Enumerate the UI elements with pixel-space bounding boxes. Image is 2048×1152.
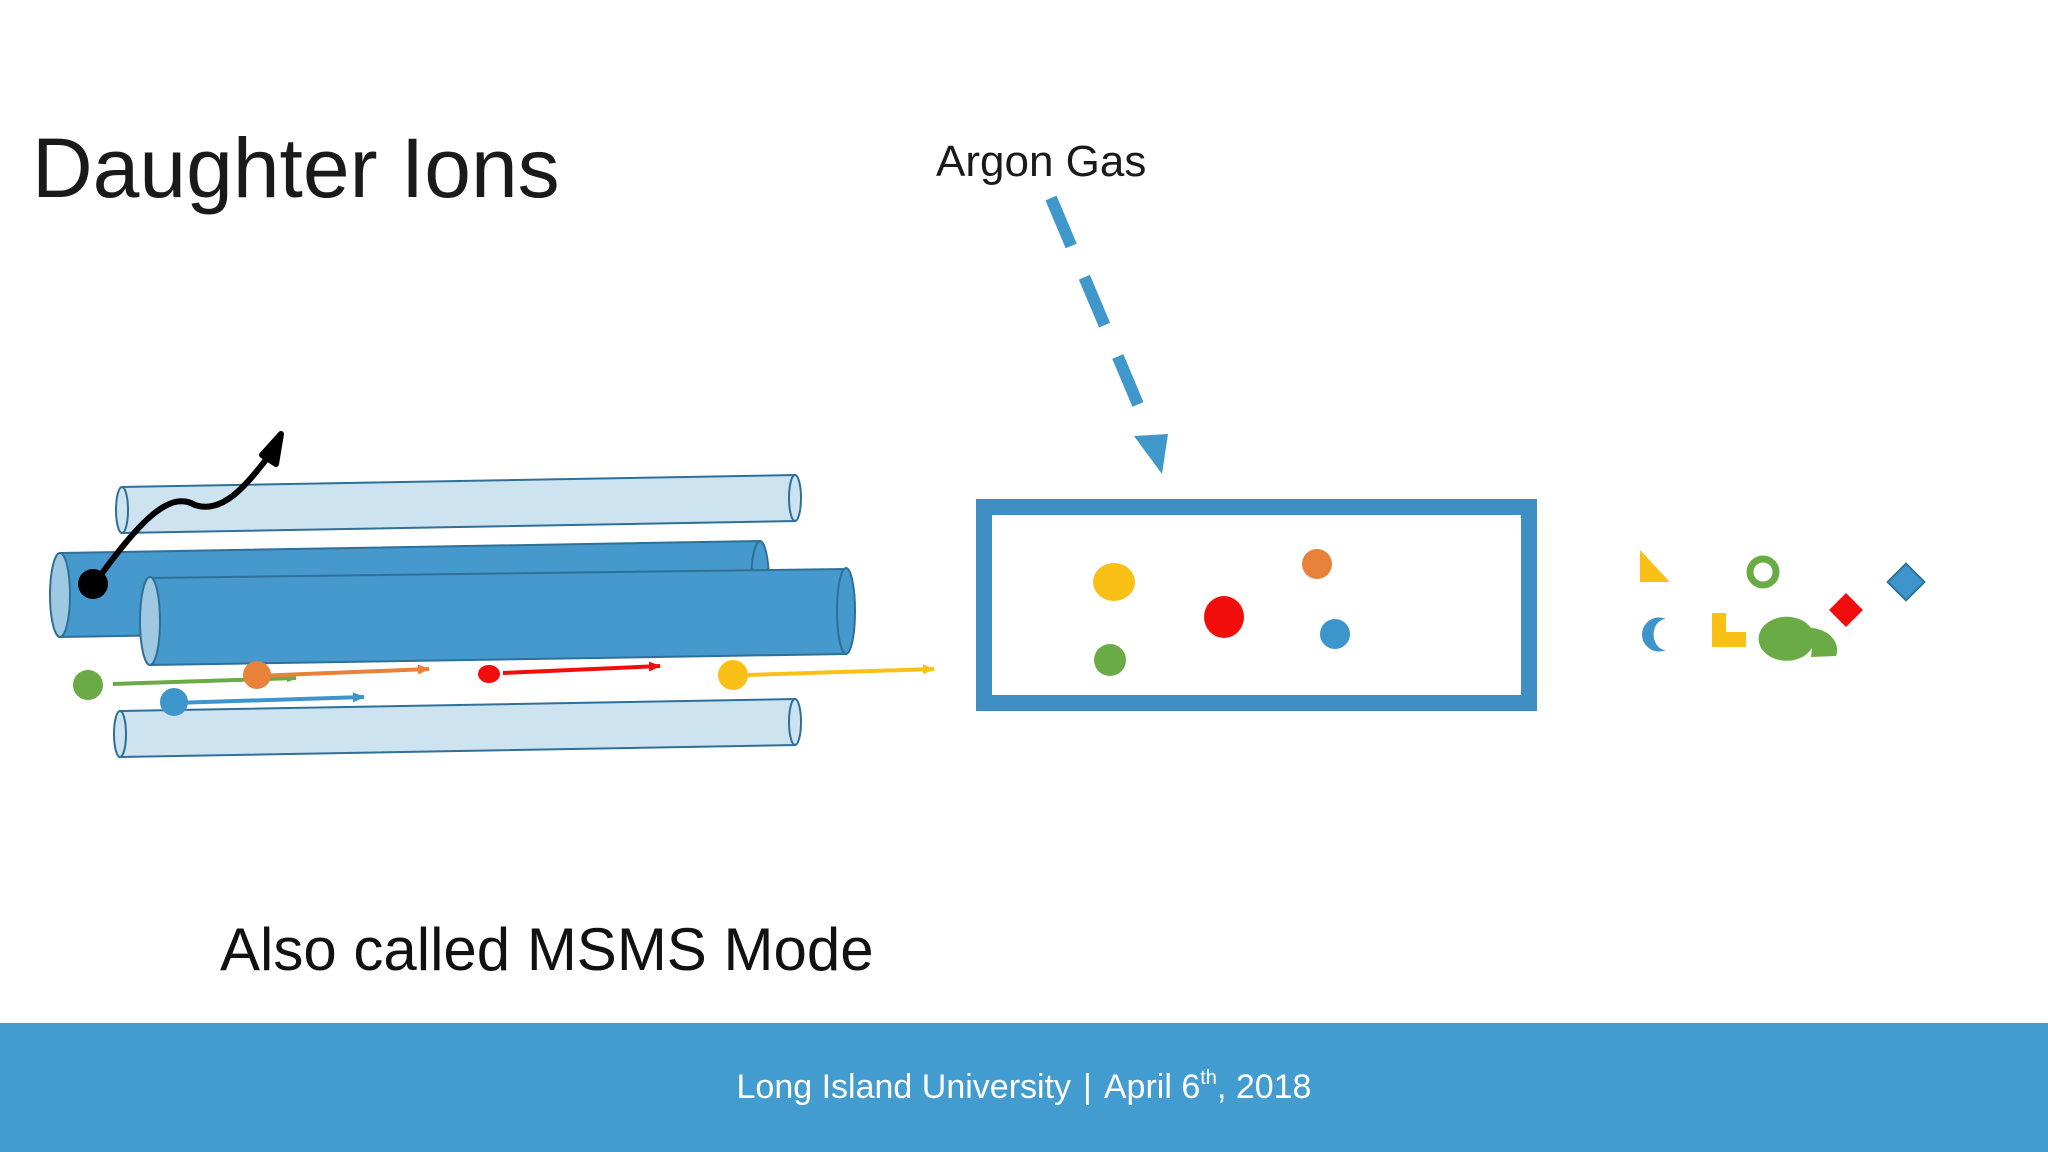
quadrupole-rod-bottom	[113, 697, 802, 759]
fragment-red-diamond	[1829, 593, 1863, 627]
ejected-ion	[78, 431, 284, 599]
footer-separator: |	[1083, 1068, 1092, 1106]
ion-trajectory-blue	[160, 688, 365, 716]
footer-institution: Long Island University	[736, 1068, 1072, 1106]
fragment-green-ring	[1746, 555, 1780, 589]
daughter-ion-fragments	[1640, 550, 1926, 661]
cell-ion-red	[1204, 596, 1244, 638]
footer-bar: Long Island University | April 6th, 2018	[0, 1023, 2048, 1152]
argon-gas-arrow	[1045, 195, 1168, 474]
footer-text: Long Island University | April 6th, 2018	[0, 1065, 2048, 1109]
slide-title: Daughter Ions	[32, 121, 560, 215]
footer-date: April 6th, 2018	[1104, 1068, 1312, 1106]
fragment-blue-diamond	[1886, 562, 1926, 602]
fragment-green-pacman	[1758, 616, 1838, 661]
cell-ion-yellow	[1093, 563, 1135, 601]
fragment-yellow-l-shape	[1712, 613, 1746, 647]
quadrupole-rod-top	[115, 473, 802, 535]
msms-mode-caption: Also called MSMS Mode	[220, 916, 874, 983]
footer-date-prefix: April 6	[1103, 1068, 1201, 1106]
footer-date-superscript: th	[1200, 1067, 1217, 1089]
quadrupole-rod-middle-front	[139, 567, 856, 667]
cell-ion-orange	[1302, 549, 1332, 579]
fragment-blue-crescent	[1642, 617, 1666, 652]
footer-date-suffix: , 2018	[1216, 1068, 1312, 1106]
collision-cell	[976, 499, 1537, 711]
cell-ion-blue	[1320, 619, 1350, 649]
ion-trajectory-yellow	[718, 660, 935, 690]
argon-gas-label: Argon Gas	[936, 137, 1147, 186]
fragment-yellow-triangle	[1640, 550, 1670, 582]
ion-trajectory-red	[478, 661, 661, 683]
ion-trajectory-orange	[243, 661, 430, 689]
cell-ion-green	[1094, 644, 1126, 676]
